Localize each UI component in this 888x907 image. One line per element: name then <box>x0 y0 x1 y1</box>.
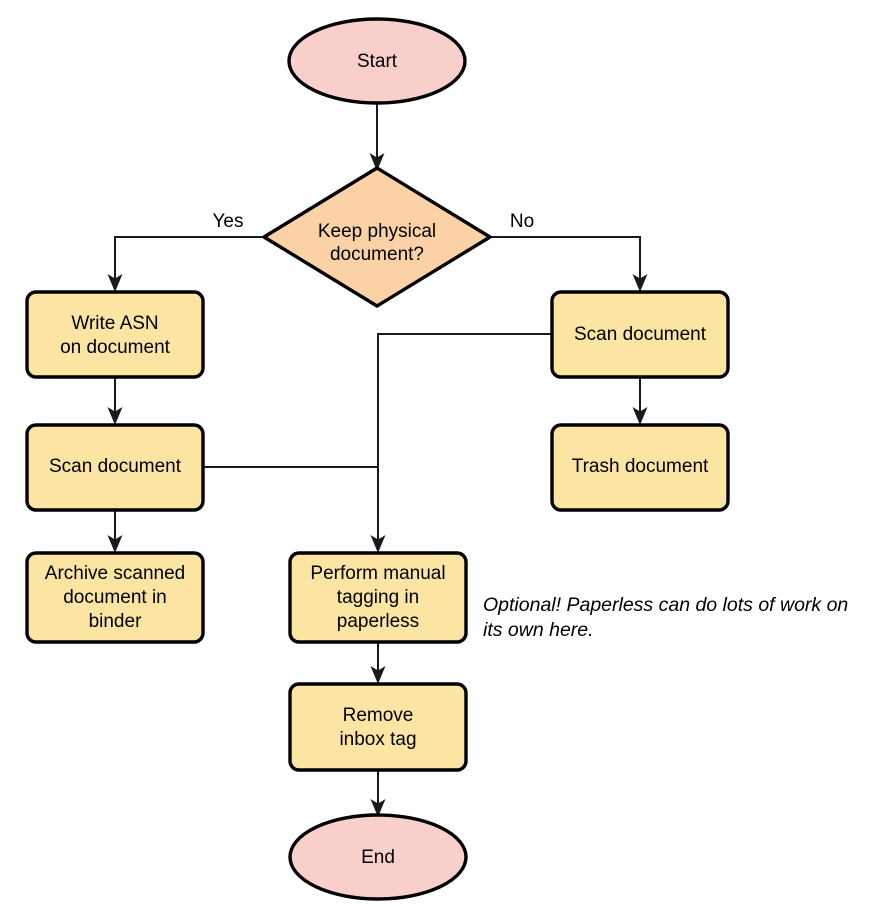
note-line1: Optional! Paperless can do lots of work … <box>483 594 848 616</box>
end-ellipse[interactable] <box>288 813 468 901</box>
edge-remove-inbox-to-end <box>370 770 386 817</box>
archive-label-line1: Archive scanned <box>45 563 185 584</box>
scan-document-right-box[interactable] <box>550 290 730 379</box>
tagging-label-line2: tagging in <box>337 587 419 608</box>
edge-line <box>114 236 263 281</box>
arrowhead <box>632 407 648 425</box>
arrowhead <box>369 153 385 171</box>
remove-inbox-label-line1: Remove <box>343 705 414 726</box>
node-write-asn[interactable]: Write ASN on document <box>25 290 205 379</box>
remove-inbox-tag-box[interactable] <box>288 682 468 772</box>
arrowhead <box>107 274 123 292</box>
end-label: End <box>361 847 395 868</box>
note-line2: its own here. <box>483 619 594 641</box>
decision-diamond[interactable] <box>262 166 492 308</box>
trash-document-box[interactable] <box>550 423 730 512</box>
start-ellipse[interactable] <box>287 17 467 105</box>
arrowhead <box>107 535 123 553</box>
edge-label-no: No <box>510 211 534 232</box>
arrowhead <box>370 535 386 553</box>
arrowhead <box>107 407 123 425</box>
archive-box[interactable] <box>25 551 205 644</box>
edge-line <box>490 236 641 281</box>
edge-decision-yes-to-write-asn <box>107 236 263 292</box>
trash-document-label: Trash document <box>572 456 709 477</box>
tagging-box[interactable] <box>288 551 468 644</box>
node-scan-document-right[interactable]: Scan document <box>550 290 730 379</box>
node-scan-document-left[interactable]: Scan document <box>25 423 205 512</box>
node-start[interactable]: Start <box>287 17 467 105</box>
edge-write-asn-to-scan-left <box>107 377 123 425</box>
node-decision-keep-physical-document[interactable]: Keep physical document? <box>262 166 492 308</box>
arrowhead <box>632 274 648 292</box>
node-archive-scanned-document[interactable]: Archive scanned document in binder <box>25 551 205 644</box>
archive-label-line2: document in <box>63 587 167 608</box>
decision-label-line1: Keep physical <box>318 221 436 242</box>
edge-scan-right-to-trash <box>632 377 648 425</box>
node-end[interactable]: End <box>288 813 468 901</box>
note-optional-paperless: Optional! Paperless can do lots of work … <box>483 594 848 641</box>
edge-start-to-decision <box>369 103 385 171</box>
node-remove-inbox-tag[interactable]: Remove inbox tag <box>288 682 468 772</box>
edge-tagging-to-remove-inbox <box>370 642 386 684</box>
node-perform-manual-tagging[interactable]: Perform manual tagging in paperless <box>288 551 468 644</box>
scan-document-left-label: Scan document <box>49 456 182 477</box>
arrowhead <box>370 799 386 817</box>
write-asn-label-line1: Write ASN <box>71 313 158 334</box>
scan-document-left-box[interactable] <box>25 423 205 512</box>
remove-inbox-label-line2: inbox tag <box>339 729 416 750</box>
edge-scan-left-to-archive <box>107 510 123 553</box>
edge-scan-right-to-tagging <box>370 333 552 553</box>
start-label: Start <box>357 51 398 72</box>
archive-label-line3: binder <box>89 611 142 632</box>
tagging-label-line3: paperless <box>337 611 419 632</box>
decision-label-line2: document? <box>330 244 424 265</box>
edge-decision-no-to-scan-right <box>490 236 648 292</box>
write-asn-box[interactable] <box>25 290 205 379</box>
arrowhead <box>370 666 386 684</box>
node-trash-document[interactable]: Trash document <box>550 423 730 512</box>
edge-line <box>377 333 552 542</box>
tagging-label-line1: Perform manual <box>310 563 445 584</box>
scan-document-right-label: Scan document <box>574 324 707 345</box>
edge-label-yes: Yes <box>213 211 244 232</box>
write-asn-label-line2: on document <box>60 337 171 358</box>
